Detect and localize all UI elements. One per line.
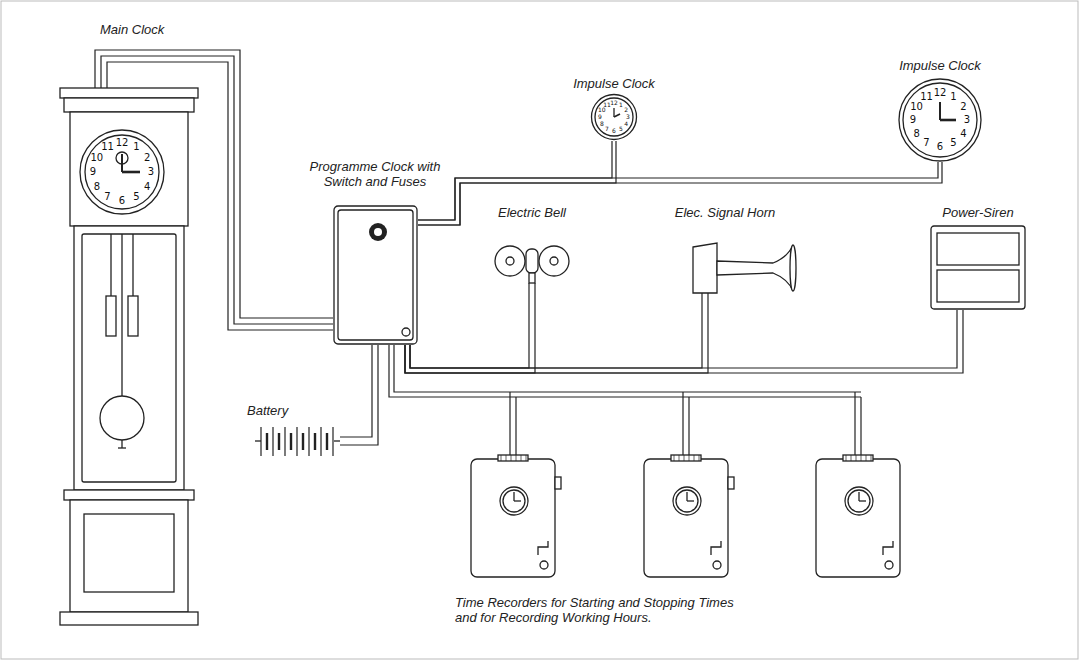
electric-bell-drawing	[493, 243, 571, 283]
dial-numeral: 6	[119, 196, 125, 206]
wire	[405, 310, 963, 373]
wire-bundle	[389, 345, 861, 455]
dial-numeral: 9	[598, 114, 602, 120]
wire	[418, 162, 942, 225]
wire	[515, 397, 516, 455]
dial-numeral: 5	[133, 192, 139, 202]
wire	[854, 392, 855, 455]
dial-numeral: 7	[923, 138, 929, 148]
dial-numeral: 6	[937, 142, 943, 152]
time-recorders-drawing	[470, 455, 900, 578]
dial-numeral: 2	[144, 153, 150, 163]
dial-numeral: 10	[91, 153, 104, 163]
dial-numeral: 6	[612, 128, 616, 134]
dial-numeral: 5	[619, 126, 623, 132]
signal-horn-drawing	[693, 243, 797, 293]
dial-numeral: 8	[600, 121, 604, 127]
wire	[688, 397, 689, 455]
dial-numeral: 5	[950, 138, 956, 148]
signal-horn: Elec. Signal Horn	[693, 243, 797, 293]
main-clock: Main Clock	[60, 88, 198, 625]
electric-bell: Electric Bell	[493, 243, 571, 283]
wire	[340, 345, 378, 445]
wire-bundle	[418, 162, 942, 225]
dial-numeral: 12	[934, 88, 947, 98]
dial-numeral: 12	[610, 100, 618, 106]
dial-numeral: 3	[148, 167, 154, 177]
dial-numeral: 4	[960, 129, 966, 139]
dial-numeral: 3	[964, 115, 970, 125]
dial-numeral: 2	[960, 102, 966, 112]
wire	[405, 283, 535, 373]
device-label: Elec. Signal Horn	[675, 205, 775, 220]
dial-numeral: 8	[94, 182, 100, 192]
dial-numeral: 9	[90, 167, 96, 177]
power-siren-drawing	[930, 225, 1026, 310]
wire	[340, 345, 372, 437]
programme-clock: Programme Clock with Switch and Fuses	[333, 205, 418, 345]
dial-numeral: 8	[913, 129, 919, 139]
wire	[394, 345, 861, 392]
device-label: Main Clock	[100, 22, 164, 37]
main-clock-drawing	[60, 88, 198, 625]
dial-numeral: 1	[950, 92, 956, 102]
wire	[418, 162, 938, 220]
wire-bundle	[405, 283, 535, 373]
dial-numeral: 2	[624, 107, 628, 113]
dial-numeral: 4	[144, 182, 150, 192]
dial-numeral: 10	[598, 107, 606, 113]
battery-drawing	[255, 425, 340, 458]
dial-numeral: 11	[920, 92, 933, 102]
dial-numeral: 10	[910, 102, 923, 112]
wire	[410, 293, 702, 368]
wire-bundle	[405, 293, 708, 373]
dial-numeral: 7	[605, 126, 609, 132]
wire-bundle	[340, 345, 378, 445]
wire	[509, 392, 510, 455]
dial-numeral: 12	[116, 138, 129, 148]
dial-numeral: 4	[624, 121, 628, 127]
battery: Battery	[255, 425, 340, 458]
wire	[410, 310, 957, 368]
dial-numeral: 9	[910, 115, 916, 125]
device-label: Impulse Clock	[573, 76, 655, 91]
dial-numeral: 3	[626, 114, 630, 120]
device-label: Time Recorders for Starting and Stopping…	[455, 595, 745, 625]
dial-numeral: 7	[104, 192, 110, 202]
power-siren: Power-Siren	[930, 225, 1026, 310]
wire	[682, 392, 683, 455]
wire	[410, 283, 529, 368]
wire	[860, 397, 861, 455]
wire	[389, 345, 861, 397]
dial-numeral: 1	[133, 142, 139, 152]
wire	[418, 141, 612, 220]
device-label: Power-Siren	[942, 205, 1013, 220]
programme-clock-drawing	[333, 205, 418, 345]
device-label: Battery	[247, 403, 288, 418]
time-recorders: Time Recorders for Starting and Stopping…	[470, 455, 900, 578]
device-label: Impulse Clock	[899, 58, 981, 73]
dial-numeral: 11	[101, 142, 114, 152]
dial-numeral: 11	[603, 102, 611, 108]
dial-numeral: 1	[619, 102, 623, 108]
wire	[405, 293, 708, 373]
device-label: Electric Bell	[498, 205, 566, 220]
wire-bundle	[405, 310, 963, 373]
device-label: Programme Clock with Switch and Fuses	[300, 159, 450, 189]
